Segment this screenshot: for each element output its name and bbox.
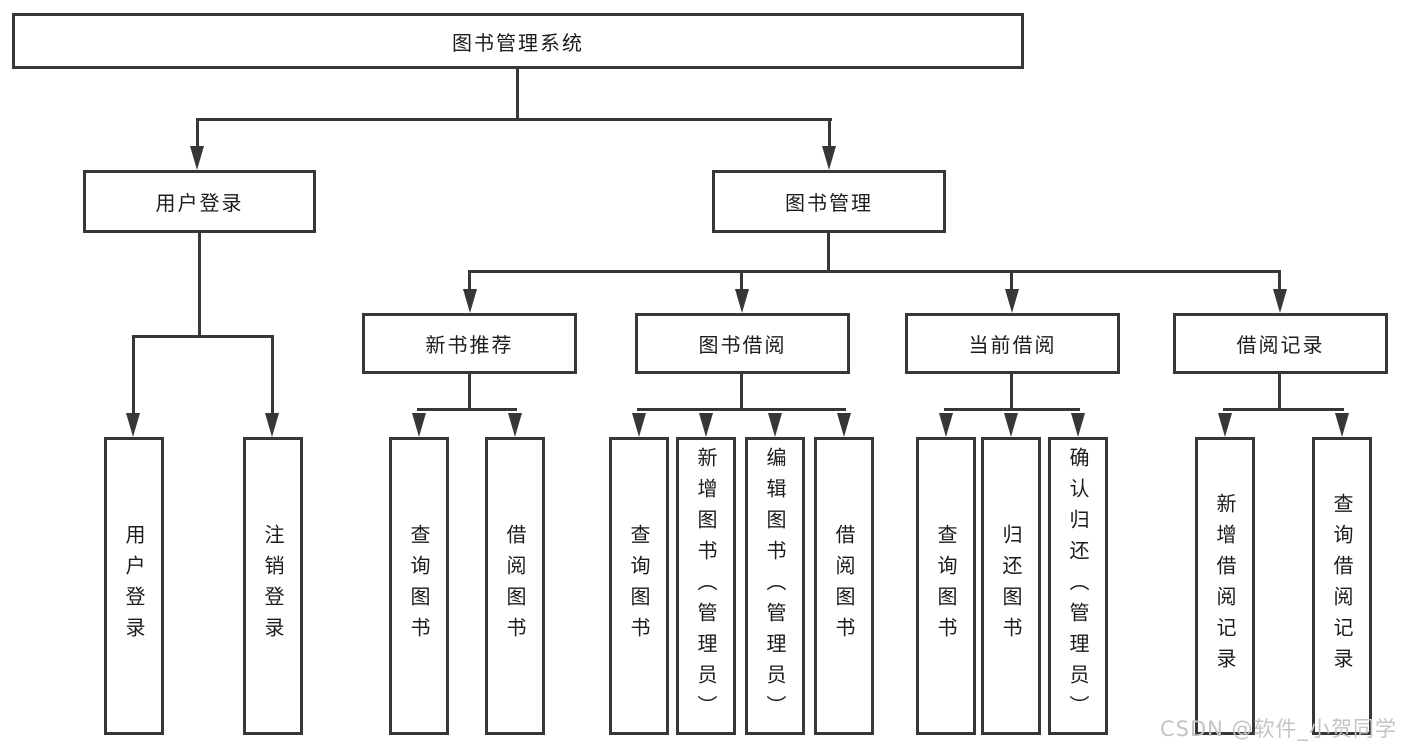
arrowhead-down: [1335, 413, 1349, 437]
arrowhead-down: [1273, 289, 1287, 313]
arrowhead-down: [1218, 413, 1232, 437]
connector-segment: [828, 118, 831, 152]
connector-segment: [196, 118, 199, 152]
node-leaf-borrow-books-borrowing: 借阅图书: [814, 437, 874, 735]
node-label: 归还图书: [999, 524, 1023, 648]
arrowhead-down: [837, 413, 851, 437]
node-borrowing-records: 借阅记录: [1173, 313, 1388, 374]
connector-segment: [468, 270, 471, 294]
connector-segment: [1223, 408, 1344, 411]
node-leaf-add-books-admin: 新增图书（管理员）: [676, 437, 736, 735]
node-leaf-query-books-recommend: 查询图书: [389, 437, 449, 735]
arrowhead-down: [412, 413, 426, 437]
node-label: 编辑图书（管理员）: [763, 446, 787, 726]
node-label: 新增借阅记录: [1213, 493, 1237, 679]
node-label: 注销登录: [261, 524, 285, 648]
connector-segment: [1278, 270, 1281, 294]
connector-segment: [198, 233, 201, 335]
node-label: 新增图书（管理员）: [694, 446, 718, 726]
connector-segment: [1278, 374, 1281, 408]
node-label: 确认归还（管理员）: [1066, 446, 1090, 726]
connector-segment: [827, 233, 830, 270]
node-leaf-query-borrow-record: 查询借阅记录: [1312, 437, 1372, 735]
node-label: 当前借阅: [968, 333, 1057, 357]
connector-segment: [132, 335, 135, 417]
connector-segment: [740, 374, 743, 408]
node-book-borrowing: 图书借阅: [635, 313, 850, 374]
node-leaf-return-books: 归还图书: [981, 437, 1041, 735]
connector-segment: [468, 270, 1281, 273]
arrowhead-down: [463, 289, 477, 313]
node-leaf-confirm-return-admin: 确认归还（管理员）: [1048, 437, 1108, 735]
node-label: 查询借阅记录: [1330, 493, 1354, 679]
arrowhead-down: [939, 413, 953, 437]
node-label: 查询图书: [407, 524, 431, 648]
node-label: 图书管理系统: [452, 30, 584, 55]
connector-segment: [132, 335, 274, 338]
arrowhead-down: [735, 289, 749, 313]
watermark: CSDN @软件_小贺同学: [1160, 717, 1398, 741]
node-leaf-add-borrow-record: 新增借阅记录: [1195, 437, 1255, 735]
arrowhead-down: [508, 413, 522, 437]
connector-segment: [516, 69, 519, 118]
node-leaf-borrow-books-recommend: 借阅图书: [485, 437, 545, 735]
arrowhead-down: [265, 413, 279, 437]
arrowhead-down: [768, 413, 782, 437]
arrowhead-down: [1071, 413, 1085, 437]
arrowhead-down: [822, 146, 836, 170]
node-leaf-query-books-current: 查询图书: [916, 437, 976, 735]
node-label: 借阅记录: [1236, 333, 1325, 357]
node-label: 新书推荐: [425, 333, 514, 357]
connector-segment: [740, 270, 743, 294]
node-new-book-recommendation: 新书推荐: [362, 313, 577, 374]
connector-segment: [196, 118, 832, 121]
node-label: 查询图书: [934, 524, 958, 648]
arrowhead-down: [1004, 413, 1018, 437]
node-leaf-user-login: 用户登录: [104, 437, 164, 735]
node-label: 借阅图书: [832, 524, 856, 648]
node-user-login: 用户登录: [83, 170, 316, 233]
node-label: 借阅图书: [503, 524, 527, 648]
node-label: 用户登录: [122, 524, 146, 648]
node-label: 图书借阅: [698, 333, 787, 357]
arrowhead-down: [1005, 289, 1019, 313]
connector-segment: [468, 374, 471, 408]
node-book-management: 图书管理: [712, 170, 946, 233]
node-label: 图书管理: [785, 191, 873, 215]
arrowhead-down: [699, 413, 713, 437]
arrowhead-down: [190, 146, 204, 170]
connector-segment: [944, 408, 1080, 411]
arrowhead-down: [126, 413, 140, 437]
connector-segment: [271, 335, 274, 417]
node-leaf-edit-books-admin: 编辑图书（管理员）: [745, 437, 805, 735]
node-label: 用户登录: [155, 191, 244, 215]
connector-segment: [1010, 270, 1013, 294]
node-current-borrowing: 当前借阅: [905, 313, 1120, 374]
connector-segment: [1010, 374, 1013, 408]
arrowhead-down: [632, 413, 646, 437]
node-library-management-system: 图书管理系统: [12, 13, 1024, 69]
connector-segment: [637, 408, 846, 411]
node-leaf-logout: 注销登录: [243, 437, 303, 735]
connector-segment: [417, 408, 517, 411]
node-leaf-query-books-borrowing: 查询图书: [609, 437, 669, 735]
node-label: 查询图书: [627, 524, 651, 648]
